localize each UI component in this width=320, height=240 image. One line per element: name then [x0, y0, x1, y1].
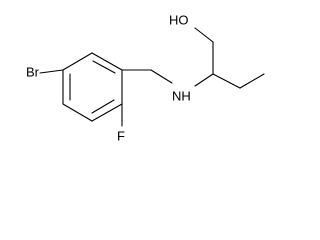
ring-double-bond-inner-1 [92, 60, 116, 74]
bromine-label: Br [26, 65, 40, 80]
ring-double-bond-inner-2 [91, 99, 115, 114]
bromine-bond [39, 69, 64, 74]
ch2-amine-bond [150, 69, 173, 84]
ring-bond-1 [62, 52, 93, 71]
ring-bond-4 [91, 103, 123, 122]
molecule-diagram: Br F NH HO [26, 13, 265, 144]
hydroxyl-label: HO [169, 13, 189, 28]
fluorine-label: F [117, 129, 125, 144]
ethyl-bond-1 [212, 73, 241, 89]
structure-canvas: Br F NH HO [26, 12, 265, 144]
ethyl-bond-2 [239, 73, 265, 89]
amine-carbon-bond [194, 73, 214, 87]
ring-bond-5 [62, 103, 93, 122]
ch2-oh-bond [194, 27, 214, 43]
ring-bond-2 [91, 52, 123, 71]
amine-label: NH [172, 89, 191, 104]
